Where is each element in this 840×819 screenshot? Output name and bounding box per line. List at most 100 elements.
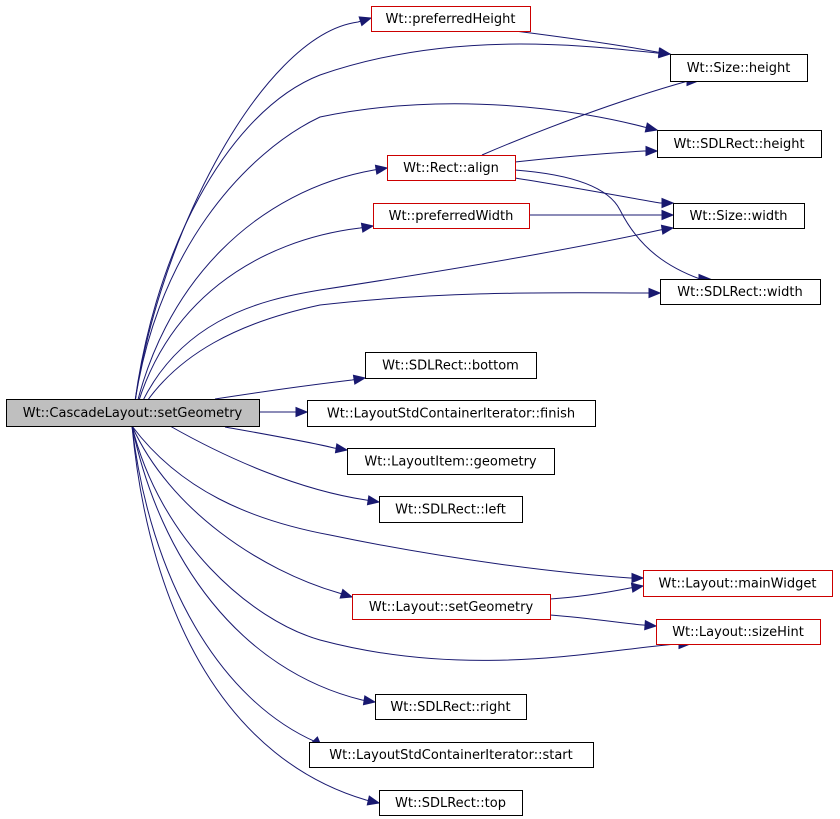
- arrowhead: [360, 222, 375, 233]
- edge-n13-n14: [549, 614, 658, 631]
- node-label: Wt::LayoutStdContainerIterator::finish: [327, 407, 575, 422]
- node-label: Wt::CascadeLayout::setGeometry: [23, 406, 243, 421]
- edge-line: [131, 425, 380, 804]
- node-n10: Wt::LayoutItem::geometry: [347, 448, 555, 475]
- edge-line: [131, 225, 374, 427]
- edge-line: [131, 425, 376, 703]
- arrowhead: [630, 582, 645, 593]
- arrowhead: [631, 572, 645, 584]
- node-box: [375, 694, 527, 720]
- node-label: Wt::Layout::mainWidget: [659, 577, 817, 592]
- node-box[interactable]: [643, 570, 833, 597]
- node-label: Wt::LayoutItem::geometry: [364, 455, 537, 470]
- node-label: Wt::Rect::align: [403, 161, 499, 176]
- node-n4[interactable]: Wt::Rect::align: [387, 155, 516, 181]
- node-box: [657, 130, 822, 158]
- node-box[interactable]: [656, 619, 821, 645]
- edge-line: [514, 177, 673, 204]
- node-label: Wt::SDLRect::height: [673, 137, 804, 152]
- edge-line: [131, 425, 643, 579]
- node-label: Wt::SDLRect::bottom: [382, 359, 519, 374]
- node-box: [670, 54, 808, 82]
- arrowhead: [339, 588, 354, 599]
- edge-line: [131, 43, 671, 427]
- edges-layer: [131, 16, 712, 806]
- arrowhead: [661, 197, 675, 209]
- edge-line: [131, 167, 388, 427]
- edge-line: [549, 614, 657, 627]
- edge-line: [549, 585, 644, 600]
- edge-n13-n12: [549, 582, 645, 600]
- node-label: Wt::SDLRect::width: [677, 285, 803, 300]
- arrowhead: [644, 122, 659, 133]
- node-box: [309, 742, 594, 768]
- edge-root-n3: [131, 103, 659, 427]
- node-box[interactable]: [352, 594, 551, 620]
- node-label: Wt::Size::width: [690, 209, 788, 224]
- edge-root-n1: [131, 16, 373, 427]
- nodes-layer: Wt::CascadeLayout::setGeometry Wt::prefer…: [6, 6, 833, 816]
- arrowhead: [657, 47, 672, 58]
- node-n9: Wt::LayoutStdContainerIterator::finish: [307, 400, 596, 427]
- node-box: [347, 448, 555, 475]
- node-box[interactable]: [371, 6, 531, 32]
- node-n3: Wt::SDLRect::height: [657, 130, 822, 158]
- node-n6: Wt::Size::width: [673, 203, 805, 229]
- node-box: [6, 399, 260, 427]
- node-n15: Wt::SDLRect::right: [375, 694, 527, 720]
- node-n11: Wt::SDLRect::left: [379, 496, 523, 523]
- node-n13[interactable]: Wt::Layout::setGeometry: [352, 594, 551, 620]
- edge-root-n7: [131, 287, 662, 427]
- arrowhead: [648, 287, 662, 299]
- node-label: Wt::preferredWidth: [389, 209, 514, 224]
- edge-line: [131, 17, 372, 427]
- edge-line: [131, 425, 323, 749]
- edge-root-n13: [131, 425, 354, 599]
- node-n17: Wt::SDLRect::top: [379, 790, 523, 816]
- edge-root-n15: [131, 425, 377, 706]
- arrowhead: [645, 145, 659, 157]
- edge-line: [514, 30, 671, 55]
- edge-n1-n2: [514, 30, 672, 58]
- node-n1[interactable]: Wt::preferredHeight: [371, 6, 531, 32]
- node-box: [365, 352, 537, 379]
- node-label: Wt::Size::height: [687, 61, 791, 76]
- edge-line: [131, 292, 660, 427]
- arrowhead: [295, 406, 309, 418]
- edge-line: [131, 425, 690, 661]
- node-label: Wt::Layout::sizeHint: [672, 625, 804, 640]
- node-root: Wt::CascadeLayout::setGeometry: [6, 399, 260, 427]
- node-n7: Wt::SDLRect::width: [660, 279, 821, 305]
- edge-n4-n6: [514, 177, 675, 209]
- edge-root-n12: [131, 425, 645, 584]
- arrowhead: [366, 795, 381, 806]
- node-label: Wt::SDLRect::right: [390, 700, 510, 715]
- node-label: Wt::Layout::setGeometry: [369, 600, 534, 615]
- edge-line: [224, 426, 348, 451]
- edge-line: [169, 425, 380, 503]
- node-n5[interactable]: Wt::preferredWidth: [373, 203, 530, 229]
- edge-n4-n3: [514, 145, 659, 163]
- edge-root-n17: [131, 425, 381, 806]
- arrowhead: [362, 695, 377, 706]
- edge-line: [131, 425, 353, 598]
- edge-line: [481, 80, 698, 156]
- edge-root-n11: [169, 425, 381, 506]
- arrowhead: [358, 16, 373, 27]
- edge-n5-n6: [530, 209, 675, 221]
- node-box: [660, 279, 821, 305]
- node-n12[interactable]: Wt::Layout::mainWidget: [643, 570, 833, 597]
- arrowhead: [660, 224, 675, 235]
- edge-root-n8: [214, 374, 367, 400]
- node-n16: Wt::LayoutStdContainerIterator::start: [309, 742, 594, 768]
- node-label: Wt::preferredHeight: [386, 12, 516, 27]
- node-label: Wt::LayoutStdContainerIterator::start: [329, 748, 572, 763]
- node-n14[interactable]: Wt::Layout::sizeHint: [656, 619, 821, 645]
- node-box[interactable]: [387, 155, 516, 181]
- edge-line: [131, 103, 658, 427]
- node-box: [379, 790, 523, 816]
- edge-line: [131, 227, 674, 427]
- node-box: [379, 496, 523, 523]
- node-box[interactable]: [373, 203, 530, 229]
